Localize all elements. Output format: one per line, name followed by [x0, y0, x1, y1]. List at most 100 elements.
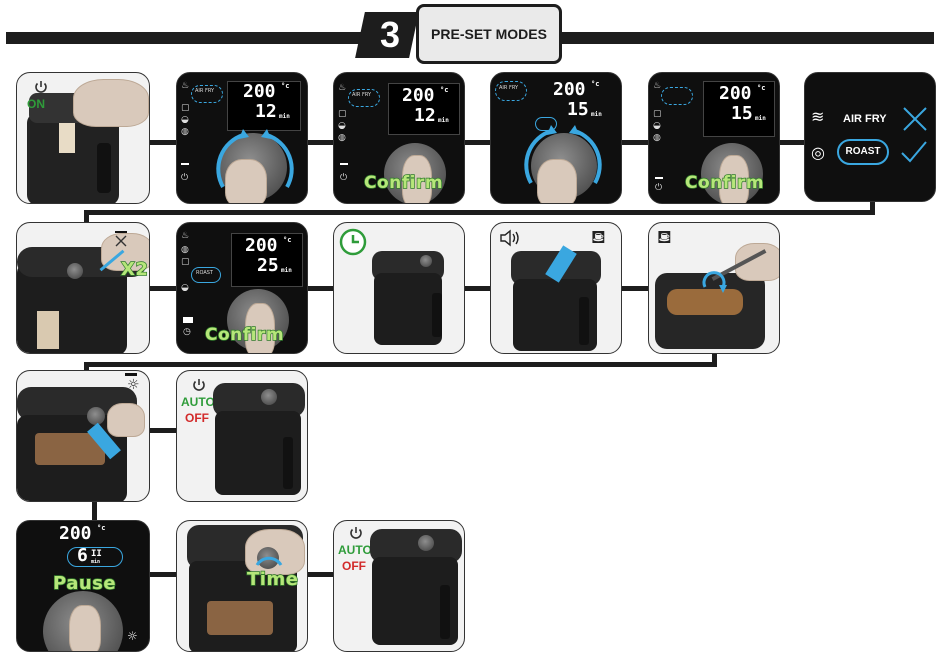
cross-icon: [115, 235, 127, 247]
off-label: OFF: [342, 559, 366, 573]
step-panel-time-adjust: Time: [176, 520, 308, 652]
fryer-handle: [440, 585, 450, 639]
control-knob: [418, 535, 434, 551]
step-panel-adjust-time: AIR FRY 200 °c 15 min: [490, 72, 622, 204]
food-icon: ◍: [653, 133, 661, 143]
temp-unit: °c: [440, 86, 448, 94]
hand: [107, 403, 145, 437]
step-panel-mode-options: ≋ AIR FRY ◎ ROAST: [804, 72, 936, 202]
minus-icon: [183, 317, 193, 323]
fan-icon: ≋: [811, 107, 824, 126]
connector: [84, 362, 717, 367]
food-icon: ◒: [181, 283, 189, 293]
basket-window: [207, 601, 273, 635]
control-knob: [261, 389, 277, 405]
power-icon: ⏻: [340, 173, 347, 183]
step-panel-pause: 200 °c 6 II min ☼ Pause: [16, 520, 150, 652]
x2-label: X2: [121, 259, 148, 280]
food-icon: ◒: [181, 115, 189, 125]
fryer-handle: [432, 293, 442, 337]
header-bar-right: [560, 32, 934, 44]
time-value: 6: [77, 545, 88, 566]
power-icon: [191, 377, 207, 393]
step-number: 3: [370, 12, 410, 58]
temp-unit: °c: [281, 82, 289, 90]
food-icon: ◍: [338, 133, 346, 143]
confirm-label: Confirm: [205, 325, 284, 345]
off-label: OFF: [185, 411, 209, 425]
temp-unit: °c: [283, 236, 291, 244]
clock-icon: ◷: [183, 327, 191, 337]
temp-value: 200: [243, 81, 276, 102]
auto-label: AUTO: [338, 543, 372, 557]
step-panel-end-alert: ☼: [16, 370, 150, 502]
temp-unit: °c: [757, 84, 765, 92]
mode-roast-small: ROAST: [196, 270, 213, 276]
food-icon: ◍: [181, 127, 189, 137]
auto-label: AUTO: [181, 395, 215, 409]
temp-unit: °c: [97, 524, 105, 532]
control-knob: [87, 407, 105, 425]
time-unit: min: [755, 115, 766, 122]
time-value: 15: [567, 99, 589, 120]
time-unit: min: [591, 111, 602, 118]
food-icon: ▢: [181, 257, 190, 267]
mode-highlight: [661, 87, 693, 105]
fryer-handle: [579, 297, 589, 345]
mode-roast: ROAST: [837, 139, 889, 165]
time-unit: min: [281, 267, 292, 274]
power-icon: ⏻: [181, 173, 188, 183]
step-panel-confirm-roast: 200 °c 25 min ♨ ◍ ▢ ROAST ◒ ◷ Confirm: [176, 222, 308, 354]
food-icon: ⛾: [657, 227, 672, 251]
step-panel-auto-off: AUTO OFF: [176, 370, 308, 502]
minus-icon: [115, 231, 127, 233]
minus-icon: [125, 373, 137, 376]
confirm-label: Confirm: [685, 173, 764, 193]
mode-air-fry-small: AIR FRY: [499, 85, 518, 91]
food-icon: ▢: [653, 109, 662, 119]
step-panel-power-on: ON: [16, 72, 150, 204]
time-unit: min: [438, 117, 449, 124]
mode-highlight: [495, 81, 527, 101]
header-bar-left: [6, 32, 366, 44]
power-icon: ⏻: [655, 183, 662, 193]
step-panel-press-minus-twice: X2: [16, 222, 150, 354]
rotate-arrows: [213, 127, 297, 204]
time-value: 15: [731, 103, 753, 124]
food-icon: ◎: [811, 143, 825, 162]
confirm-label: Confirm: [364, 173, 443, 193]
lamp-icon: ☼: [127, 629, 138, 643]
time-unit: min: [91, 559, 100, 565]
mode-air-fry-small: AIR FRY: [352, 92, 371, 98]
time-value: 12: [414, 105, 436, 126]
fan-icon: ♨: [338, 83, 346, 93]
control-knob[interactable]: [67, 263, 83, 279]
temp-value: 200: [402, 85, 435, 106]
step-panel-shake-basket: ⛾: [648, 222, 780, 354]
step-panel-shake-alert: ⛾: [490, 222, 622, 354]
cross-icon: [901, 105, 929, 133]
food-icon: ⛾: [591, 227, 606, 251]
pause-symbol: II: [91, 549, 102, 559]
minus-icon: [181, 163, 189, 165]
minus-icon: [340, 163, 348, 165]
hand: [73, 79, 149, 127]
hand: [69, 605, 101, 652]
step-panel-auto-off-final: AUTO OFF: [333, 520, 465, 652]
temp-value: 200: [719, 83, 752, 104]
food-icon: ▢: [338, 109, 347, 119]
step-panel-confirm-time: 200 °c 15 min ♨ ▢ ◒ ◍ ⏻ Confirm: [648, 72, 780, 204]
shake-arrow: [699, 267, 729, 297]
food-icon: ◍: [181, 245, 189, 255]
connector: [84, 210, 875, 215]
mode-air-fry-small: AIR FRY: [195, 88, 214, 94]
check-icon: [899, 139, 929, 165]
bag-tag: [59, 123, 75, 153]
time-value: 12: [255, 101, 277, 122]
food-icon: ◒: [338, 121, 346, 131]
fan-icon: ♨: [653, 81, 661, 91]
temp-unit: °c: [591, 80, 599, 88]
power-icon: [33, 79, 49, 95]
temp-value: 200: [245, 235, 278, 256]
temp-value: 200: [59, 523, 92, 544]
